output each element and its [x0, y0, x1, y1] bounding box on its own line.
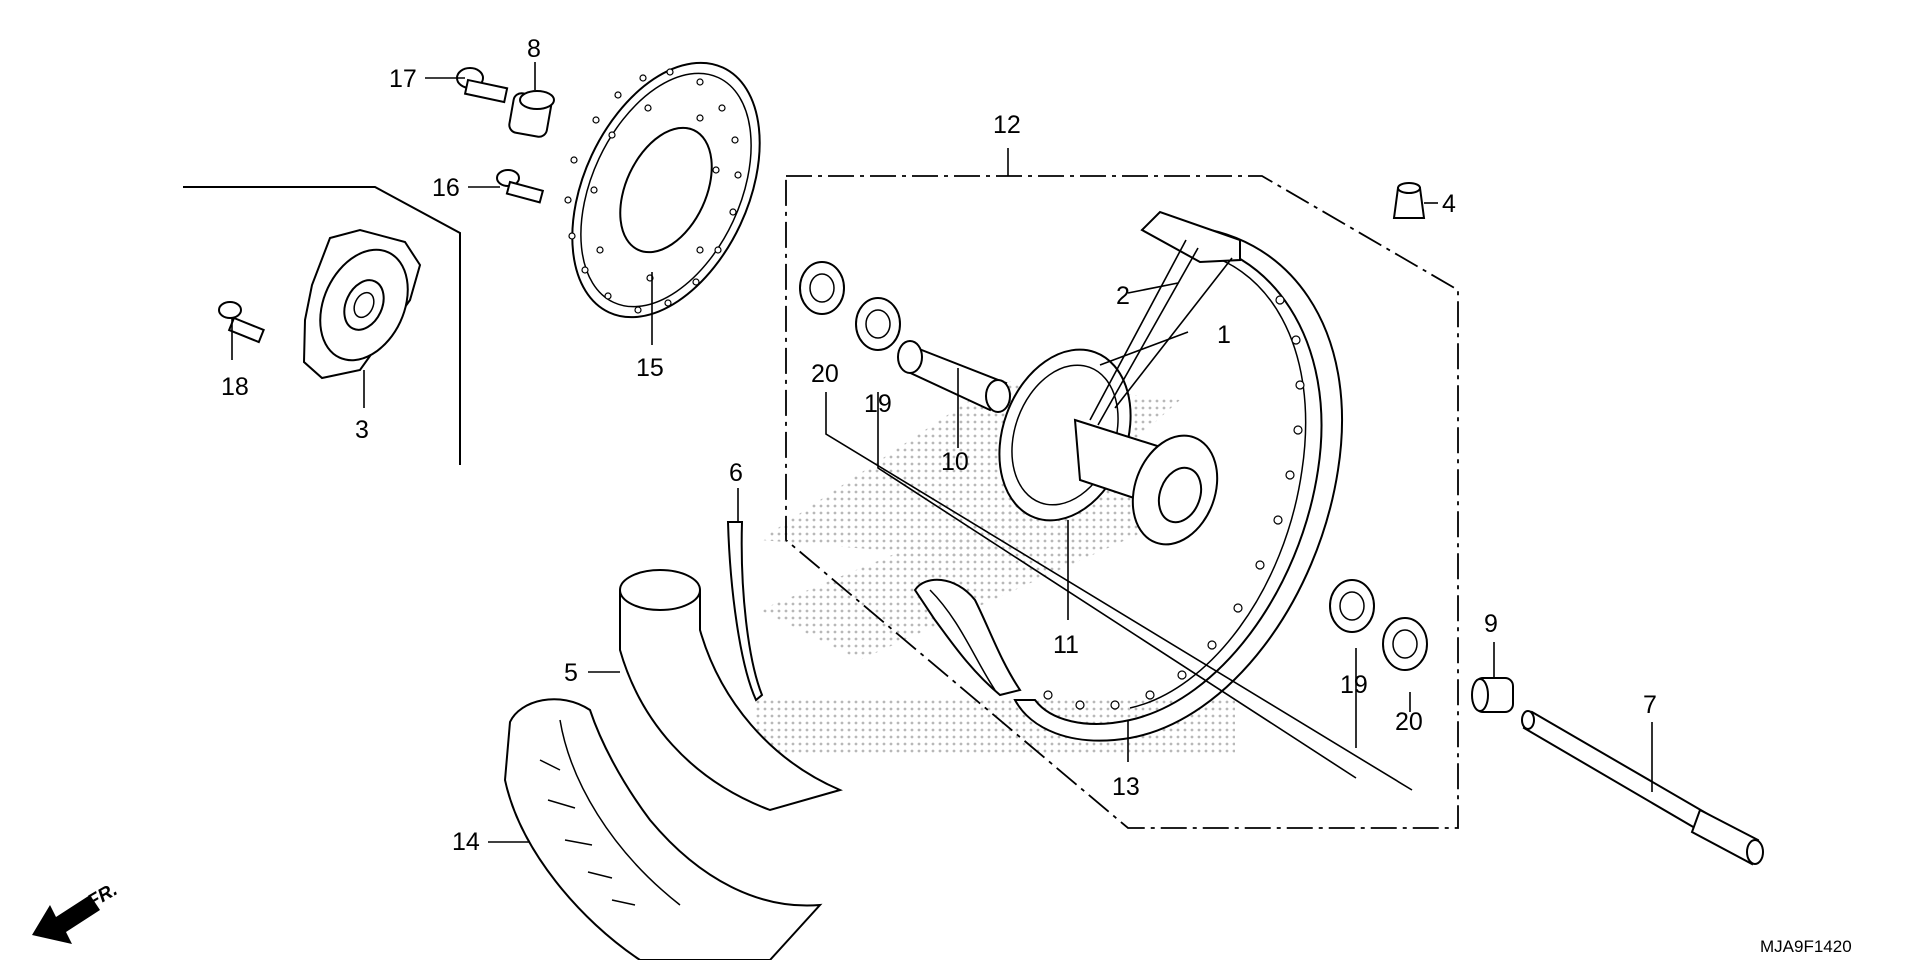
- bolt-17: [456, 67, 509, 104]
- tire-14: [503, 698, 823, 960]
- hub-group-bracket: [183, 186, 461, 465]
- callout-15: 15: [636, 354, 664, 382]
- callout-6: 6: [729, 459, 743, 487]
- bearing-20-left: [799, 261, 845, 315]
- wheel-rim: [1013, 224, 1343, 742]
- bolt-16: [496, 169, 545, 204]
- rim-band-6: [726, 521, 764, 702]
- valve-cap-4: [1392, 182, 1426, 219]
- callout-4: 4: [1442, 190, 1456, 218]
- callout-20-left: 20: [811, 360, 839, 388]
- drawing-code: MJA9F1420: [1760, 937, 1852, 956]
- callout-19-right: 19: [1340, 671, 1368, 699]
- distance-collar-10: [897, 340, 1011, 413]
- callout-2: 2: [1116, 282, 1130, 310]
- callout-16: 16: [432, 174, 460, 202]
- collar-8: [508, 90, 555, 138]
- bearing-19-left: [855, 297, 901, 351]
- axle-7: [1521, 710, 1764, 866]
- bolt-18: [218, 301, 265, 344]
- callout-17: 17: [389, 65, 417, 93]
- callout-1: 1: [1217, 321, 1231, 349]
- bearing-20-right: [1382, 617, 1428, 671]
- callout-12: 12: [993, 111, 1021, 139]
- disc-hub-carrier: [302, 228, 422, 380]
- callout-10: 10: [941, 448, 969, 476]
- callout-18: 18: [221, 373, 249, 401]
- leader-lines: [231, 62, 1653, 843]
- inner-tube-5: [619, 569, 843, 812]
- rim-section-13-upper: [1140, 210, 1241, 264]
- callout-labels: 1 2 3 4 5 6 7 8 9 10 11 12 13 14 15 16 1…: [221, 35, 1657, 856]
- callout-19-left: 19: [864, 390, 892, 418]
- rim-section-13-lower: [913, 578, 1022, 697]
- wheel-assembly-frame: [785, 175, 1459, 829]
- callout-3: 3: [355, 416, 369, 444]
- watermark-logo: [755, 380, 1235, 755]
- brake-disc: [564, 61, 761, 319]
- wheel-hub: [998, 348, 1219, 546]
- collar-9: [1471, 677, 1514, 713]
- callout-9: 9: [1484, 610, 1498, 638]
- callout-11: 11: [1053, 631, 1079, 659]
- callout-7: 7: [1643, 691, 1657, 719]
- callout-8: 8: [527, 35, 541, 63]
- callout-5: 5: [564, 659, 578, 687]
- bearing-19-right: [1329, 579, 1375, 633]
- callout-14: 14: [452, 828, 480, 856]
- callout-20-right: 20: [1395, 708, 1423, 736]
- front-direction-arrow-icon: [32, 895, 100, 944]
- callout-13: 13: [1112, 773, 1140, 801]
- spokes: [1089, 239, 1233, 426]
